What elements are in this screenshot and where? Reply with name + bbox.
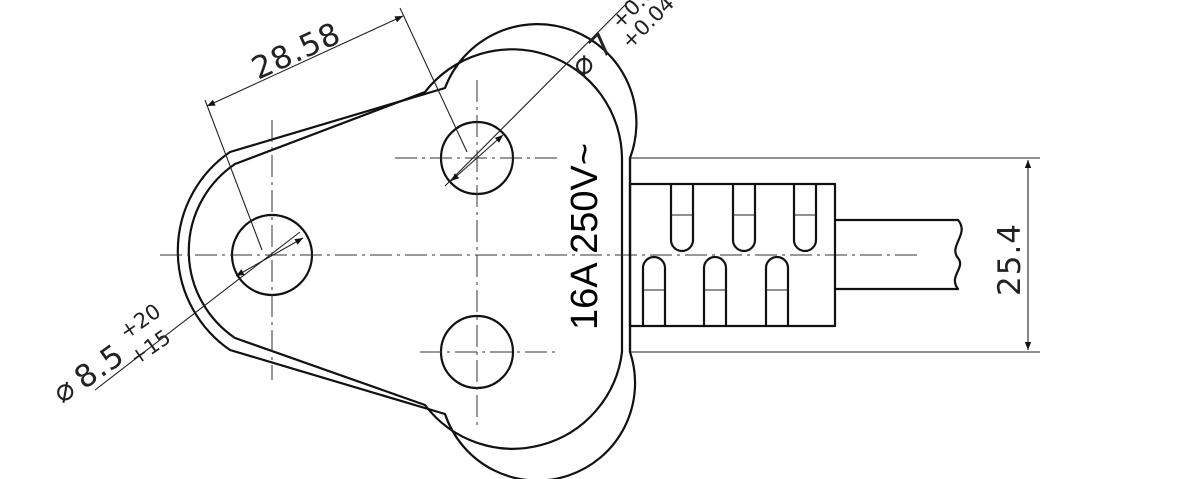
grip-slot-lower-1 [641,255,667,328]
large-pin-nominal: 8.5 [68,337,132,396]
dimension-large-pin: ⌀ 8.5 +20 +15 [46,231,304,411]
rating-label: 16A 250V~ [564,143,606,330]
pin-spacing-value: 28.58 [246,16,346,88]
pin-spacing-dim-line [206,15,404,107]
large-pin-dim-line [235,237,304,277]
grip-slot-upper-2 [731,182,757,253]
dimension-plug-height: 25.4 [630,157,1040,353]
extension-line-earth [204,99,263,251]
cable [833,218,963,291]
plug-outline-inner [187,48,624,450]
dimension-pin-spacing: 28.58 [204,7,468,251]
plug-outline-outer [176,23,638,479]
grip-slot-upper-3 [792,182,818,253]
cable-break-line [953,218,963,291]
extension-line-top [399,7,468,153]
grip-slot-lower-3 [764,255,790,328]
cable-sleeve [628,182,837,328]
small-pin-dim-line [450,134,504,182]
plug-height-value: 25.4 [992,223,1028,296]
grip-slot-lower-2 [702,255,728,328]
grip-slot-upper-1 [669,182,695,253]
